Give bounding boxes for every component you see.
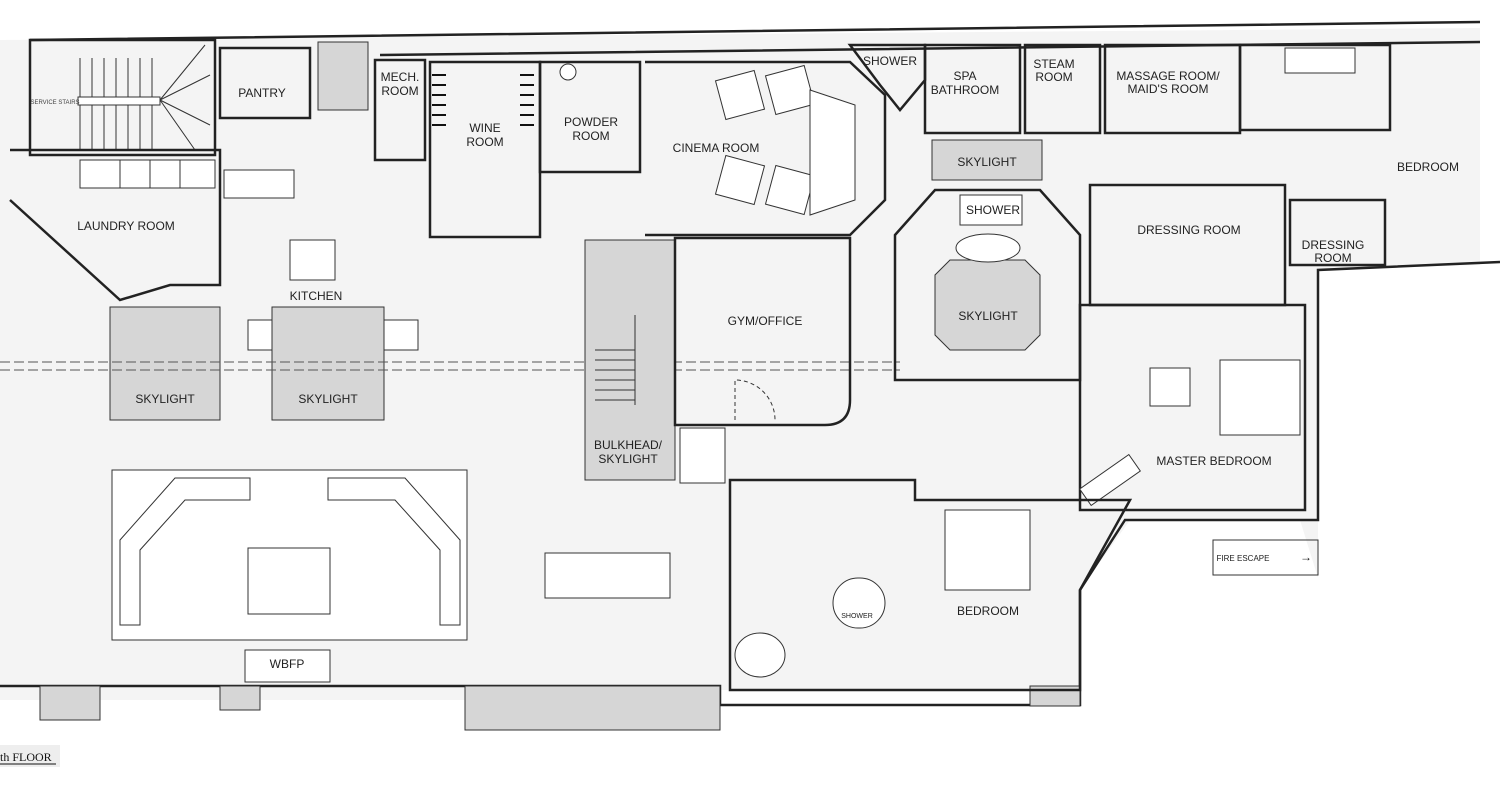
skylight-hall <box>931 139 1043 181</box>
label-steam-room: STEAM <box>1033 57 1074 71</box>
label-wbfp: WBFP <box>270 657 305 671</box>
bed-south <box>944 509 1031 591</box>
label-powder-room: POWDER <box>564 115 618 129</box>
label-mech-room-2: ROOM <box>381 84 418 98</box>
label-spa-bathroom: SPA <box>953 69 976 83</box>
cinema-room <box>645 60 887 237</box>
cinema-seats <box>714 64 856 216</box>
label-bulkhead-skylight: SKYLIGHT <box>598 452 658 466</box>
sink-icon <box>559 63 577 81</box>
laundry-cabinets <box>79 159 216 189</box>
wine-racks <box>432 74 534 126</box>
label-wine-room: WINE <box>469 121 500 135</box>
label-mech-room: MECH. <box>381 70 420 84</box>
label-maids-room: MAID'S ROOM <box>1128 82 1209 96</box>
label-shower-top: SHOWER <box>863 54 917 68</box>
label-bedroom-south: BEDROOM <box>957 604 1019 618</box>
label-dressing-room: DRESSING ROOM <box>1137 223 1240 237</box>
facade-pier <box>464 685 721 731</box>
facade-pier <box>219 685 261 711</box>
steam-room <box>1023 43 1102 135</box>
bedroom-south <box>728 478 1133 692</box>
shower-small-rect <box>832 577 886 629</box>
laundry-room <box>9 148 222 302</box>
fire-escape <box>1212 539 1319 576</box>
chaise <box>1078 453 1142 507</box>
coffee-table <box>247 547 331 615</box>
label-dressing-room-2: DRESSING <box>1302 238 1365 252</box>
floor-label-box <box>0 745 60 767</box>
floor-label: 6th FLOOR <box>0 750 52 764</box>
label-fire-escape: FIRE ESCAPE <box>1217 554 1270 563</box>
pantry <box>218 46 312 120</box>
mech-room <box>373 58 427 162</box>
shower-top <box>847 43 927 112</box>
master-bed <box>1219 359 1301 436</box>
bathtub-icon <box>955 233 1021 263</box>
armchair <box>1149 367 1191 407</box>
label-service-stairs: SERVICE STAIRS <box>30 100 79 106</box>
facade-pier <box>39 685 101 721</box>
label-laundry-room: LAUNDRY ROOM <box>77 219 175 233</box>
master-bedroom <box>1078 303 1307 512</box>
label-master-bedroom: MASTER BEDROOM <box>1156 454 1271 468</box>
shower-master <box>959 194 1023 226</box>
label-steam-room-2: ROOM <box>1035 70 1072 84</box>
label-pantry: PANTRY <box>238 86 286 100</box>
skylight-bath <box>934 259 1041 351</box>
label-gym-office: GYM/OFFICE <box>728 314 803 328</box>
shaft <box>317 41 369 111</box>
label-skylight-1: SKYLIGHT <box>135 392 195 406</box>
fridge <box>223 169 295 199</box>
gym-office <box>673 236 852 427</box>
kitchen-island <box>289 239 336 281</box>
powder-room <box>538 60 642 174</box>
stairs-small <box>679 427 726 484</box>
label-skylight-hall: SKYLIGHT <box>957 155 1017 169</box>
label-cinema-room: CINEMA ROOM <box>673 141 760 155</box>
stair-treads <box>595 315 636 405</box>
service-stairs <box>28 38 217 157</box>
stair-rail <box>77 96 161 106</box>
bathtub-icon <box>734 632 786 678</box>
gym-door <box>734 379 776 421</box>
label-shower-master: SHOWER <box>966 203 1020 217</box>
bathtub-icon <box>1284 47 1356 74</box>
dressing-room-2 <box>1288 198 1387 267</box>
fire-escape-arrow: → <box>1300 550 1312 564</box>
label-spa-bathroom-2: BATHROOM <box>931 83 999 97</box>
label-skylight-2: SKYLIGHT <box>298 392 358 406</box>
skylight-1 <box>109 306 221 421</box>
label-wine-room-2: ROOM <box>466 135 503 149</box>
label-shower-small: SHOWER <box>841 613 873 620</box>
bathroom-east <box>1238 43 1392 132</box>
label-skylight-bath: SKYLIGHT <box>958 309 1018 323</box>
label-dressing-room-2b: ROOM <box>1314 251 1351 265</box>
label-kitchen: KITCHEN <box>290 289 343 303</box>
sofa-left <box>119 477 251 626</box>
label-massage-room: MASSAGE ROOM/ <box>1116 69 1220 83</box>
skylight-2 <box>271 306 385 421</box>
wbfp-fireplace <box>244 649 331 683</box>
label-bedroom-east: BEDROOM <box>1397 160 1459 174</box>
spa-bathroom <box>923 43 1022 135</box>
sofa-right <box>327 477 461 626</box>
label-powder-room-2: ROOM <box>572 129 609 143</box>
dining-table <box>544 552 671 599</box>
master-bath <box>893 188 1082 382</box>
label-bulkhead: BULKHEAD/ <box>594 438 663 452</box>
